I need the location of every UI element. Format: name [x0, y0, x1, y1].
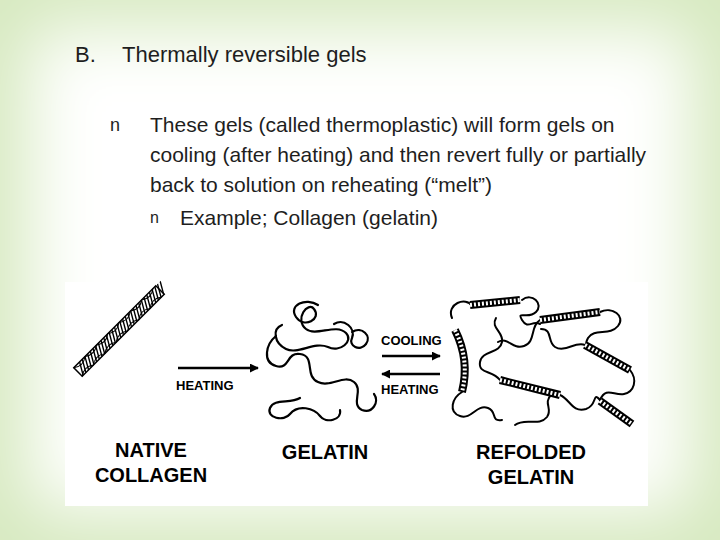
helix-segment	[540, 312, 600, 320]
bullet-mark: n	[110, 111, 120, 139]
slide-title: Thermally reversible gels	[122, 41, 367, 69]
random-coil	[267, 302, 376, 420]
collagen-helix	[74, 283, 167, 376]
helix-segment	[455, 300, 632, 424]
helix-segment	[585, 345, 630, 370]
random-coil	[334, 322, 368, 348]
heating-arrow	[178, 367, 258, 370]
helix-segment	[540, 312, 600, 320]
helix-segment	[455, 330, 465, 392]
helix-segment	[470, 300, 520, 305]
stage-label: REFOLDED GELATIN	[456, 440, 606, 490]
bullet-mark: n	[150, 204, 159, 232]
refolded-network	[498, 320, 585, 349]
cooling-arrow	[382, 355, 440, 358]
helix-segment	[585, 345, 630, 370]
collagen-helix	[80, 295, 161, 376]
refolded-network	[480, 318, 502, 380]
collagen-helix	[81, 287, 163, 369]
arrow-label: COOLING	[381, 333, 442, 349]
helix-segment	[600, 401, 632, 424]
random-coil	[276, 302, 349, 351]
refolded-network	[600, 370, 634, 400]
stage-label: GELATIN	[262, 440, 388, 465]
bullet-text: Example; Collagen (gelatin)	[180, 204, 438, 232]
section-letter: B.	[75, 41, 96, 69]
helix-segment	[600, 401, 632, 424]
collagen-helix	[81, 287, 163, 369]
arrow-label: HEATING	[176, 378, 234, 394]
arrow-label: HEATING	[381, 382, 439, 398]
helix-segment	[500, 380, 560, 395]
stage-label: NATIVE COLLAGEN	[88, 438, 214, 488]
refolded-network	[560, 395, 600, 410]
image-panel	[65, 282, 648, 506]
refolded-network	[453, 392, 502, 420]
collagen-helix	[74, 289, 155, 370]
refolded-network	[451, 297, 634, 425]
random-coil	[269, 398, 340, 420]
helix-segment	[500, 380, 560, 395]
helix-segment	[470, 300, 520, 305]
helix-segment	[455, 330, 465, 392]
heating-arrow	[382, 373, 440, 376]
refolded-network	[515, 395, 551, 425]
bullet-text: These gels (called thermoplastic) will f…	[150, 110, 665, 200]
collagen-helix	[74, 286, 165, 377]
